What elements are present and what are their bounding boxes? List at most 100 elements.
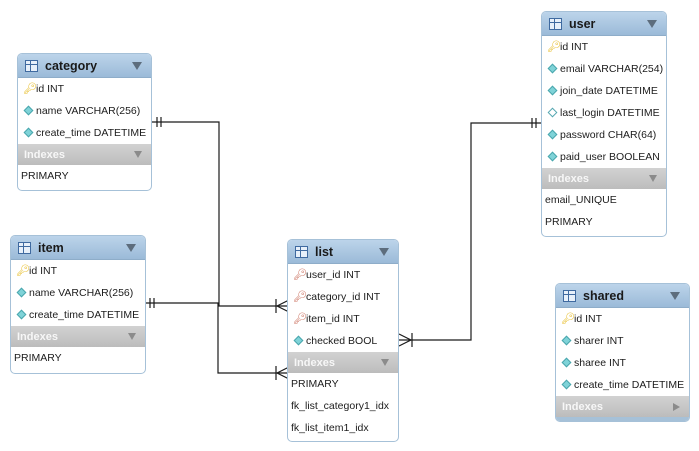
column-row[interactable]: join_date DATETIME — [542, 80, 666, 102]
table-user[interactable]: user 🔑︎id INT email VARCHAR(254) join_da… — [541, 11, 667, 237]
column-row[interactable]: 🔑︎item_id INT — [288, 308, 398, 330]
column-label: paid_user BOOLEAN — [560, 151, 660, 163]
table-footer — [556, 417, 689, 421]
indexes-header[interactable]: Indexes — [18, 144, 151, 165]
indexes-header[interactable]: Indexes — [556, 396, 689, 417]
pk-key-icon: 🔑︎ — [547, 41, 561, 53]
rel-category-list — [152, 117, 290, 313]
table-header[interactable]: list — [288, 240, 398, 264]
collapse-arrow-icon[interactable] — [134, 151, 142, 158]
table-header[interactable]: user — [542, 12, 666, 36]
column-label: create_time DATETIME — [574, 379, 685, 391]
column-row[interactable]: paid_user BOOLEAN — [542, 146, 666, 168]
column-label: join_date DATETIME — [560, 85, 658, 97]
column-diamond-icon — [547, 85, 558, 96]
column-row[interactable]: last_login DATETIME — [542, 102, 666, 124]
rel-user-list — [398, 118, 541, 347]
table-title: category — [45, 58, 98, 73]
pk-key-icon: 🔑︎ — [23, 83, 37, 95]
collapse-arrow-icon[interactable] — [126, 243, 136, 252]
index-row[interactable]: email_UNIQUE — [545, 194, 617, 206]
indexes-header[interactable]: Indexes — [11, 326, 145, 347]
index-row[interactable]: fk_list_item1_idx — [291, 422, 369, 434]
table-header[interactable]: category — [18, 54, 151, 78]
column-label: name VARCHAR(256) — [29, 287, 134, 299]
nullable-diamond-icon — [547, 107, 558, 118]
pk-key-icon: 🔑︎ — [16, 265, 30, 277]
table-header[interactable]: item — [11, 236, 145, 260]
column-row[interactable]: 🔑︎id INT — [542, 36, 666, 58]
collapse-arrow-icon[interactable] — [647, 19, 657, 28]
column-row[interactable]: 🔑︎id INT — [556, 308, 689, 330]
column-row[interactable]: create_time DATETIME — [11, 304, 145, 326]
column-row[interactable]: name VARCHAR(256) — [18, 100, 151, 122]
column-row[interactable]: sharer INT — [556, 330, 689, 352]
column-row[interactable]: email VARCHAR(254) — [542, 58, 666, 80]
pk-key-icon: 🔑︎ — [561, 313, 575, 325]
column-label: last_login DATETIME — [560, 107, 660, 119]
column-label: id INT — [574, 313, 603, 325]
table-icon — [549, 17, 562, 30]
column-label: sharee INT — [574, 357, 626, 369]
column-row[interactable]: 🔑︎id INT — [18, 78, 151, 100]
collapse-arrow-icon[interactable] — [649, 175, 657, 182]
table-shared[interactable]: shared 🔑︎id INT sharer INT sharee INT cr… — [555, 283, 690, 422]
table-icon — [25, 59, 38, 72]
column-row[interactable]: 🔑︎category_id INT — [288, 286, 398, 308]
table-title: user — [569, 16, 596, 31]
column-label: id INT — [29, 265, 58, 277]
index-row[interactable]: PRIMARY — [545, 216, 593, 228]
collapse-arrow-icon[interactable] — [132, 61, 142, 70]
column-diamond-icon — [547, 129, 558, 140]
column-diamond-icon — [23, 127, 34, 138]
column-row[interactable]: create_time DATETIME — [556, 374, 689, 396]
column-diamond-icon — [23, 105, 34, 116]
column-row[interactable]: sharee INT — [556, 352, 689, 374]
table-category[interactable]: category 🔑︎id INT name VARCHAR(256) crea… — [17, 53, 152, 191]
column-label: user_id INT — [306, 269, 361, 281]
fk-key-icon: 🔑︎ — [293, 269, 307, 281]
column-label: id INT — [560, 41, 589, 53]
column-row[interactable]: name VARCHAR(256) — [11, 282, 145, 304]
table-title: shared — [583, 288, 624, 303]
column-diamond-icon — [561, 379, 572, 390]
column-label: email VARCHAR(254) — [560, 63, 664, 75]
index-row[interactable]: PRIMARY — [21, 170, 69, 182]
column-label: category_id INT — [306, 291, 381, 303]
table-icon — [563, 289, 576, 302]
column-diamond-icon — [293, 335, 304, 346]
index-row[interactable]: PRIMARY — [14, 352, 62, 364]
index-row[interactable]: fk_list_category1_idx — [291, 400, 390, 412]
column-diamond-icon — [547, 63, 558, 74]
collapse-arrow-icon[interactable] — [670, 291, 680, 300]
column-row[interactable]: 🔑︎id INT — [11, 260, 145, 282]
column-row[interactable]: password CHAR(64) — [542, 124, 666, 146]
collapse-arrow-icon[interactable] — [379, 247, 389, 256]
column-label: create_time DATETIME — [29, 309, 140, 321]
table-list[interactable]: list 🔑︎user_id INT 🔑︎category_id INT 🔑︎i… — [287, 239, 399, 442]
column-label: checked BOOL — [306, 335, 378, 347]
collapse-arrow-icon[interactable] — [128, 333, 136, 340]
column-label: item_id INT — [306, 313, 360, 325]
indexes-header[interactable]: Indexes — [288, 352, 398, 373]
table-header[interactable]: shared — [556, 284, 689, 308]
column-diamond-icon — [16, 287, 27, 298]
collapse-arrow-icon[interactable] — [381, 359, 389, 366]
table-icon — [18, 241, 31, 254]
column-row[interactable]: checked BOOL — [288, 330, 398, 352]
column-label: id INT — [36, 83, 65, 95]
column-label: create_time DATETIME — [36, 127, 147, 139]
table-title: list — [315, 244, 334, 259]
column-label: name VARCHAR(256) — [36, 105, 141, 117]
table-item[interactable]: item 🔑︎id INT name VARCHAR(256) create_t… — [10, 235, 146, 374]
column-diamond-icon — [547, 151, 558, 162]
index-row[interactable]: PRIMARY — [291, 378, 339, 390]
column-row[interactable]: create_time DATETIME — [18, 122, 151, 144]
expand-arrow-icon[interactable] — [673, 402, 680, 411]
column-diamond-icon — [16, 309, 27, 320]
column-label: sharer INT — [574, 335, 624, 347]
table-title: item — [38, 240, 64, 255]
indexes-header[interactable]: Indexes — [542, 168, 666, 189]
fk-key-icon: 🔑︎ — [293, 313, 307, 325]
column-row[interactable]: 🔑︎user_id INT — [288, 264, 398, 286]
